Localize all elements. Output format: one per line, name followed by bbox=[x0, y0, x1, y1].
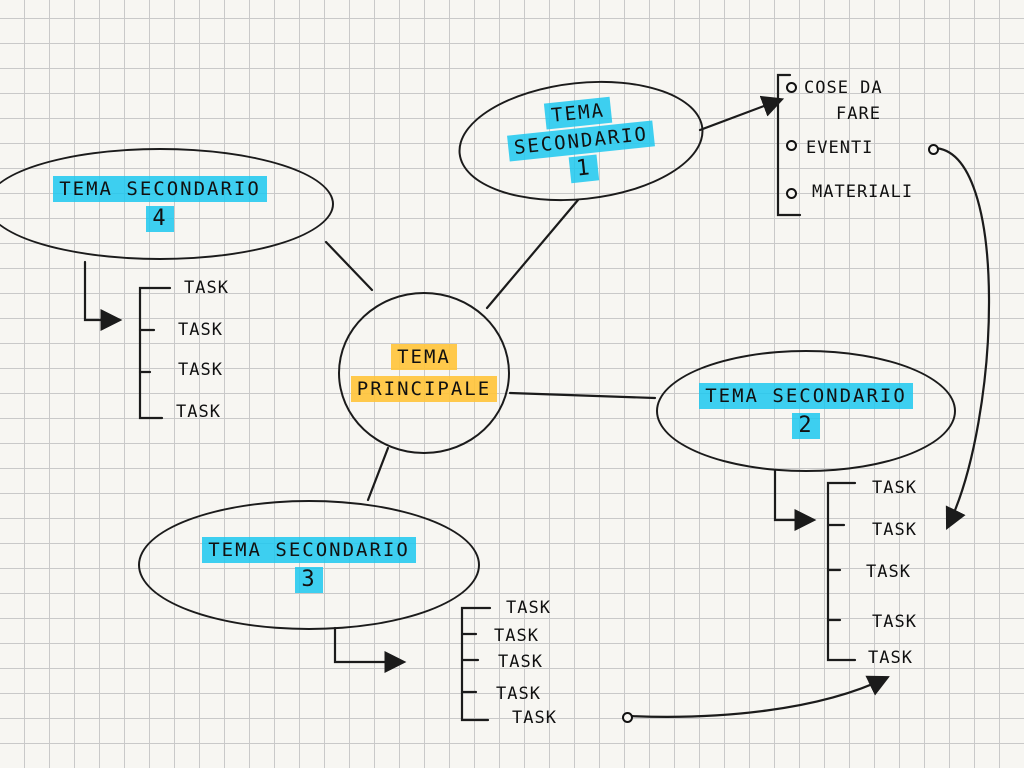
bullet-icon bbox=[786, 188, 797, 199]
sec2-line1: TEMA SECONDARIO bbox=[699, 383, 913, 409]
sec2-task: TASK bbox=[872, 478, 917, 498]
sec1-item-materiali: MATERIALI bbox=[812, 182, 914, 202]
sec4-task: TASK bbox=[178, 320, 223, 340]
arrow-sec1-list bbox=[698, 95, 785, 132]
bullet-icon bbox=[786, 140, 797, 151]
sec4-bracket bbox=[138, 286, 172, 420]
sec2-drop bbox=[773, 468, 817, 531]
sec3-task: TASK bbox=[494, 626, 539, 646]
sec3-task: TASK bbox=[496, 684, 541, 704]
curve-task-to-task bbox=[626, 675, 890, 718]
sec3-task: TASK bbox=[498, 652, 543, 672]
sec2-number: 2 bbox=[792, 413, 820, 439]
sec1-item-eventi: EVENTI bbox=[806, 138, 874, 158]
sec2-task: TASK bbox=[872, 520, 917, 540]
sec4-node: TEMA SECONDARIO 4 bbox=[0, 148, 334, 260]
sec4-number: 4 bbox=[146, 206, 174, 232]
sec4-task: TASK bbox=[178, 360, 223, 380]
bullet-icon bbox=[786, 82, 797, 93]
sec2-node: TEMA SECONDARIO 2 bbox=[656, 350, 956, 472]
sec3-number: 3 bbox=[295, 567, 323, 593]
sec4-task: TASK bbox=[176, 402, 221, 422]
connector-dot-icon bbox=[622, 712, 633, 723]
sec4-drop bbox=[83, 260, 123, 331]
link-main-sec3 bbox=[366, 446, 390, 502]
main-topic-line1: TEMA bbox=[391, 344, 457, 370]
sec2-bracket bbox=[826, 481, 857, 662]
sec2-task: TASK bbox=[872, 612, 917, 632]
sec2-task: TASK bbox=[866, 562, 911, 582]
link-main-sec4 bbox=[324, 240, 374, 292]
connector-dot-icon bbox=[928, 144, 939, 155]
link-main-sec2 bbox=[508, 391, 657, 400]
sec1-item-fare: FARE bbox=[836, 104, 881, 124]
sec3-task: TASK bbox=[512, 708, 557, 728]
sec4-line1: TEMA SECONDARIO bbox=[53, 176, 267, 202]
sec2-task: TASK bbox=[868, 648, 913, 668]
sec3-task: TASK bbox=[506, 598, 551, 618]
sec1-item-cose-da: COSE DA bbox=[804, 78, 883, 98]
sec1-list-bracket bbox=[776, 73, 802, 217]
sec4-task: TASK bbox=[184, 278, 229, 298]
sec3-node: TEMA SECONDARIO 3 bbox=[138, 500, 480, 630]
curve-eventi-to-task bbox=[932, 146, 991, 530]
sec3-bracket bbox=[460, 606, 492, 722]
sec1-line1: TEMA bbox=[544, 96, 613, 130]
sec3-line1: TEMA SECONDARIO bbox=[202, 537, 416, 563]
sec3-drop bbox=[333, 626, 407, 673]
link-main-sec1 bbox=[485, 198, 580, 310]
main-topic-line2: PRINCIPALE bbox=[350, 376, 498, 402]
sec1-number: 1 bbox=[569, 154, 599, 184]
main-topic-node: TEMA PRINCIPALE bbox=[338, 292, 510, 454]
